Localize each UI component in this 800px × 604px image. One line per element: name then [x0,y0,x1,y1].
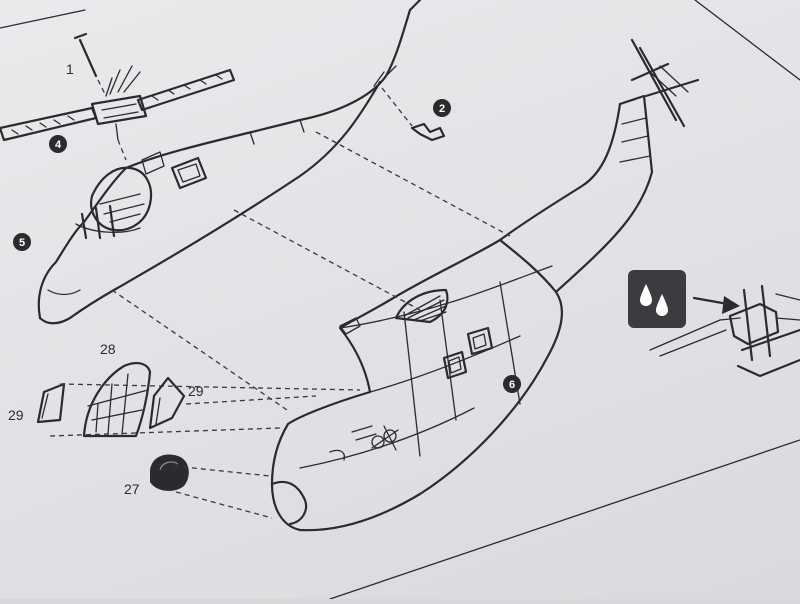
part-label-canopy-side-left: 29 [8,407,24,423]
glue-drop-icon [628,270,686,328]
part-label-canopy-side-right: 29 [188,383,204,399]
part-label-canopy-center: 28 [100,341,116,357]
part-badge-fuselage-half [13,233,31,251]
part-badge-fuselage-half-label: 5 [19,237,25,249]
part-badge-main-fuselage-label: 6 [509,379,515,391]
rotor-shaft-part [73,32,107,97]
small-fitting-part [381,87,446,142]
part-label-shaft: 1 [66,61,74,77]
part-badge-fitting-label: 2 [439,103,445,115]
canopy-side-right-part [148,376,186,430]
sheet-edge-bottom [329,439,800,600]
main-fuselage [270,38,700,532]
canopy-center-part [82,362,152,438]
part-badge-rotor-label: 4 [55,139,62,151]
part-label-nose-window: 27 [124,481,140,497]
nose-window-part [150,454,189,491]
assembly-guide-lines [49,131,511,519]
rotor-assembly [0,65,236,161]
canopy-side-left-part [36,382,66,424]
sheet-edge-right [694,0,800,81]
part-badge-fitting [433,99,451,117]
part-badge-rotor [49,135,67,153]
part-labels: 1 2 4 5 6 28 29 29 27 [8,61,521,497]
sheet-edge-top [0,9,86,29]
fuselage-half-left [37,0,422,325]
inset-detail [628,270,800,378]
part-badge-main-fuselage [503,375,521,393]
